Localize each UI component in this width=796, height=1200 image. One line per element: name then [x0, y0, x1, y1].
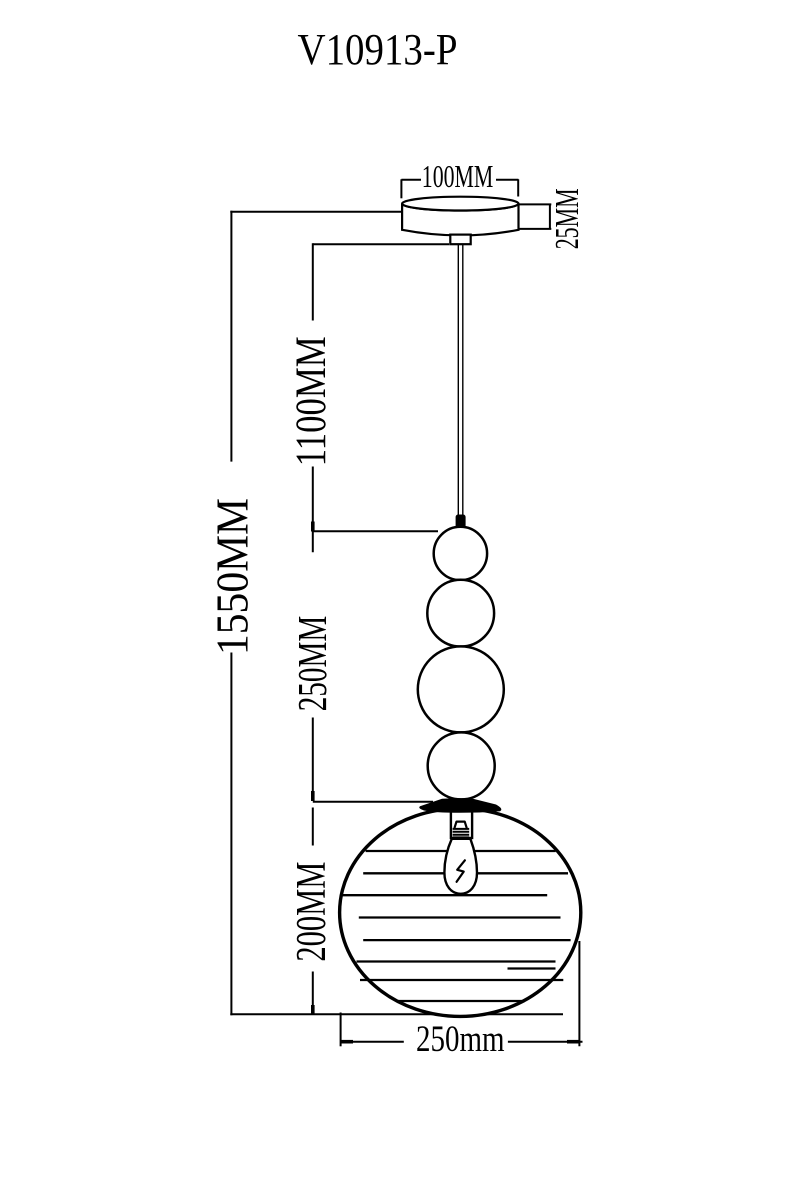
svg-text:250mm: 250mm — [416, 1018, 505, 1059]
svg-text:100MM: 100MM — [422, 158, 494, 194]
svg-text:1100MM: 1100MM — [288, 336, 335, 466]
svg-text:25MM: 25MM — [549, 188, 586, 249]
svg-text:1550MM: 1550MM — [207, 498, 258, 655]
svg-text:200MM: 200MM — [289, 862, 335, 962]
svg-text:V10913-P: V10913-P — [298, 25, 458, 74]
svg-text:250MM: 250MM — [289, 616, 335, 712]
